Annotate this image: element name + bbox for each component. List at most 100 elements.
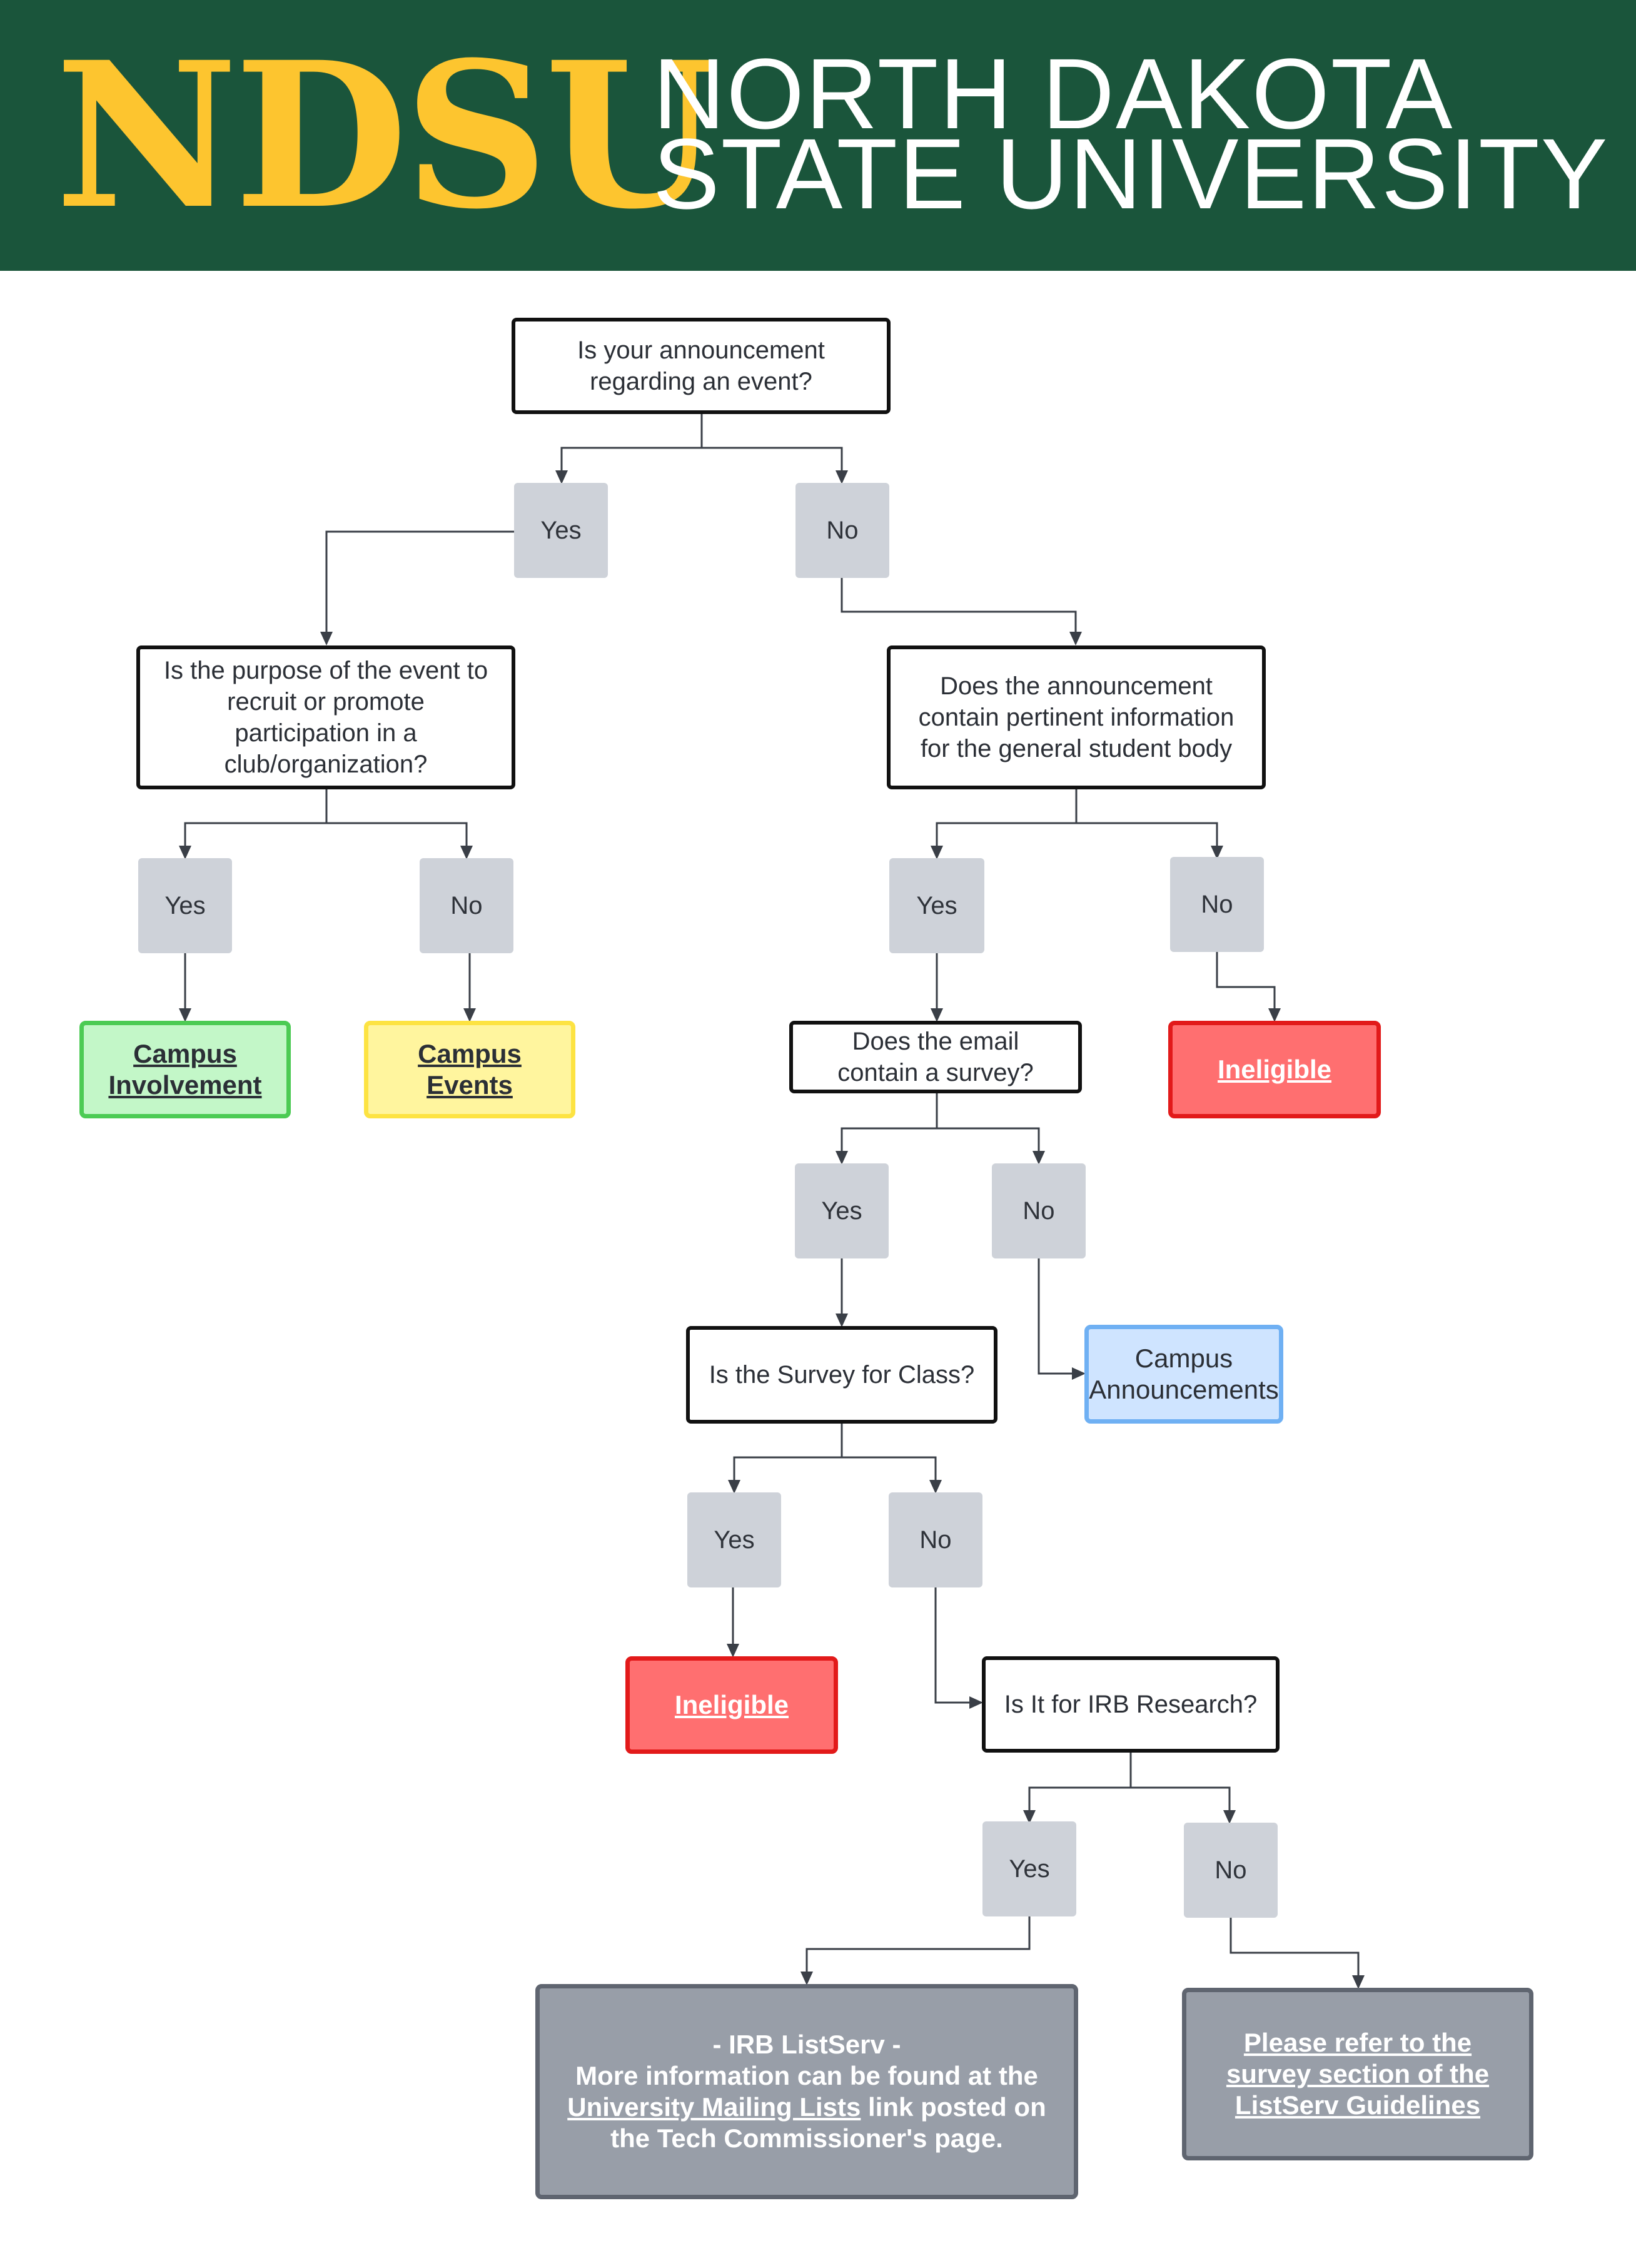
arrowhead <box>179 1008 191 1022</box>
question-line: participation in a <box>235 719 417 747</box>
question-line: regarding an event? <box>590 368 812 395</box>
arrowhead <box>1072 1367 1086 1380</box>
connector <box>1076 822 1218 857</box>
university-name-line1: NORTH DAKOTA <box>653 38 1454 149</box>
question-irb-research: Is It for IRB Research? <box>982 1656 1280 1753</box>
answer-no-class: No <box>889 1492 982 1587</box>
university-name: NORTH DAKOTA STATE UNIVERSITY <box>653 38 1609 230</box>
connector <box>560 414 703 482</box>
arrowhead <box>1023 1810 1036 1824</box>
irb-line-with-link: University Mailing Lists link posted on <box>567 2092 1046 2123</box>
ndsu-logo-mark: NDSU <box>55 19 719 253</box>
arrowhead <box>931 846 943 859</box>
result-line: Announcements <box>1089 1375 1279 1404</box>
arrowhead <box>969 1696 983 1709</box>
connector <box>841 578 1077 643</box>
answer-no-irb: No <box>1184 1823 1278 1918</box>
question-line: Does the email <box>852 1028 1019 1055</box>
ineligible-link[interactable]: Ineligible <box>674 1690 789 1719</box>
result-campus-involvement[interactable]: Campus Involvement <box>79 1021 291 1118</box>
arrowhead <box>463 1008 476 1022</box>
result-campus-events[interactable]: Campus Events <box>364 1021 575 1118</box>
result-listserv-guidelines[interactable]: Please refer to the survey section of th… <box>1182 1988 1533 2160</box>
question-line: Is the purpose of the event to <box>163 657 488 684</box>
connector <box>1028 1753 1132 1821</box>
connector <box>1216 952 1276 1020</box>
question-line: recruit or promote <box>227 688 425 716</box>
arrowhead <box>460 846 473 859</box>
question-event: Is your announcement regarding an event? <box>512 318 891 414</box>
question-line: for the general student body <box>920 735 1233 762</box>
irb-line: More information can be found at the <box>575 2061 1038 2090</box>
answer-yes-recruit: Yes <box>138 858 232 953</box>
question-line: Is your announcement <box>577 337 825 364</box>
answer-yes-irb: Yes <box>982 1821 1076 1916</box>
result-ineligible-class[interactable]: Ineligible <box>625 1656 838 1754</box>
connector <box>702 447 843 482</box>
answer-no-pertinent: No <box>1170 857 1264 952</box>
ineligible-link[interactable]: Ineligible <box>1217 1055 1332 1084</box>
answer-no-event: No <box>795 483 889 578</box>
question-recruit-club: Is the purpose of the event to recruit o… <box>136 645 515 789</box>
arrowhead <box>179 846 191 859</box>
answer-yes-event: Yes <box>514 483 608 578</box>
result-link-line: Involvement <box>108 1070 262 1100</box>
irb-title: - IRB ListServ - <box>712 2030 901 2059</box>
answer-yes-class: Yes <box>687 1492 781 1587</box>
result-link-line: Campus <box>418 1039 522 1068</box>
arrowhead <box>727 1644 739 1658</box>
result-link-line: Events <box>427 1070 513 1100</box>
connector <box>936 789 1078 857</box>
arrowhead <box>555 470 568 484</box>
answer-yes-pertinent: Yes <box>889 858 984 953</box>
arrowhead <box>836 470 848 484</box>
connector <box>184 789 328 857</box>
arrowhead <box>931 1008 943 1022</box>
arrowhead <box>800 1972 813 1985</box>
arrowhead <box>1069 632 1082 645</box>
arrowhead <box>836 1151 848 1165</box>
result-irb-listserv: - IRB ListServ - More information can be… <box>535 1984 1078 2199</box>
answer-no-recruit: No <box>420 858 513 953</box>
result-campus-announcements: Campus Announcements <box>1084 1325 1283 1424</box>
connector <box>733 1424 843 1491</box>
arrowhead <box>1268 1008 1281 1022</box>
question-line: club/organization? <box>224 751 428 778</box>
connector <box>805 1916 1031 1983</box>
arrowhead <box>1211 846 1223 859</box>
irb-line: the Tech Commissioner's page. <box>610 2124 1003 2153</box>
guidelines-link-line: survey section of the <box>1226 2059 1490 2088</box>
arrowhead <box>1033 1151 1045 1165</box>
connector <box>937 1127 1040 1162</box>
guidelines-link-line: ListServ Guidelines <box>1235 2090 1481 2120</box>
arrowhead <box>320 632 333 645</box>
connector <box>1038 1258 1083 1375</box>
question-pertinent-info: Does the announcement contain pertinent … <box>887 645 1266 789</box>
arrowhead <box>929 1480 942 1494</box>
arrowhead <box>1223 1810 1236 1824</box>
connector <box>325 530 514 643</box>
connector <box>841 1093 938 1162</box>
arrowhead <box>728 1480 740 1494</box>
question-contains-survey: Does the email contain a survey? <box>789 1021 1082 1093</box>
arrowhead <box>836 1314 848 1327</box>
university-name-line2: STATE UNIVERSITY <box>653 118 1609 230</box>
question-line: contain pertinent information <box>918 704 1235 731</box>
connector <box>1230 1918 1360 1987</box>
header-banner: NDSU NORTH DAKOTA STATE UNIVERSITY <box>0 0 1636 271</box>
answer-no-survey: No <box>992 1163 1086 1258</box>
question-line: contain a survey? <box>837 1059 1034 1086</box>
answer-yes-survey: Yes <box>795 1163 889 1258</box>
result-ineligible-general[interactable]: Ineligible <box>1168 1021 1381 1118</box>
university-mailing-lists-link[interactable]: University Mailing Lists <box>567 2092 861 2122</box>
question-survey-for-class: Is the Survey for Class? <box>686 1326 997 1424</box>
connector <box>934 1587 981 1704</box>
connector <box>326 822 468 857</box>
guidelines-link-line: Please refer to the <box>1243 2028 1472 2057</box>
question-line: Does the announcement <box>940 672 1213 700</box>
connector <box>842 1456 937 1491</box>
arrowhead <box>1352 1975 1365 1989</box>
result-link-line: Campus <box>133 1039 237 1068</box>
irb-line-rest: link posted on <box>861 2092 1046 2122</box>
